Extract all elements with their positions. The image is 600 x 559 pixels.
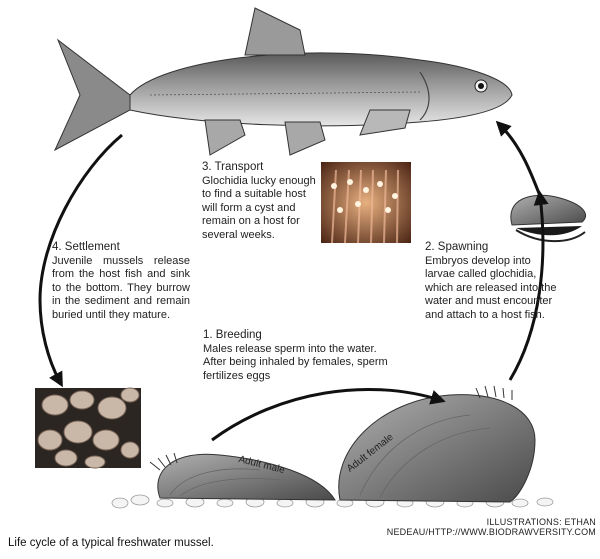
adult-female-mussel: [338, 385, 536, 503]
step-breeding-title: 1. Breeding: [203, 329, 262, 341]
arrow-spawning-to-fish-b: [495, 120, 542, 197]
arrow-spawning-to-fish-a: [508, 190, 549, 381]
juvenile-mussels-photo: [35, 387, 141, 469]
step-settlement-title: 4. Settlement: [52, 241, 120, 253]
arrow-breeding-to-spawning: [211, 387, 446, 442]
host-fish: [53, 7, 513, 156]
step-breeding: 1. Breeding Males release sperm into the…: [203, 329, 393, 383]
step-breeding-body: Males release sperm into the water. Afte…: [203, 342, 388, 382]
step-spawning-body: Embryos develop into larvae called gloch…: [425, 254, 557, 321]
illustration-credit: ILLUSTRATIONS: ETHAN NEDEAU/HTTP://WWW.B…: [386, 517, 596, 537]
step-settlement-body: Juvenile mussels release from the host f…: [52, 254, 190, 321]
figure-caption: Life cycle of a typical freshwater musse…: [8, 537, 214, 549]
adult-male-mussel: [149, 452, 336, 501]
step-transport-title: 3. Transport: [202, 161, 264, 173]
step-transport-body: Glochidia lucky enough to find a suitabl…: [202, 174, 316, 241]
cycle-arrows: [38, 120, 549, 442]
step-spawning-title: 2. Spawning: [425, 241, 489, 253]
step-settlement: 4. Settlement Juvenile mussels release f…: [52, 241, 190, 322]
spawning-mussel: [510, 194, 586, 243]
gill-cyst-photo: [321, 162, 411, 244]
step-transport: 3. Transport Glochidia lucky enough to f…: [202, 161, 316, 242]
arrow-fish-to-settlement: [38, 133, 123, 388]
step-spawning: 2. Spawning Embryos develop into larvae …: [425, 241, 559, 322]
